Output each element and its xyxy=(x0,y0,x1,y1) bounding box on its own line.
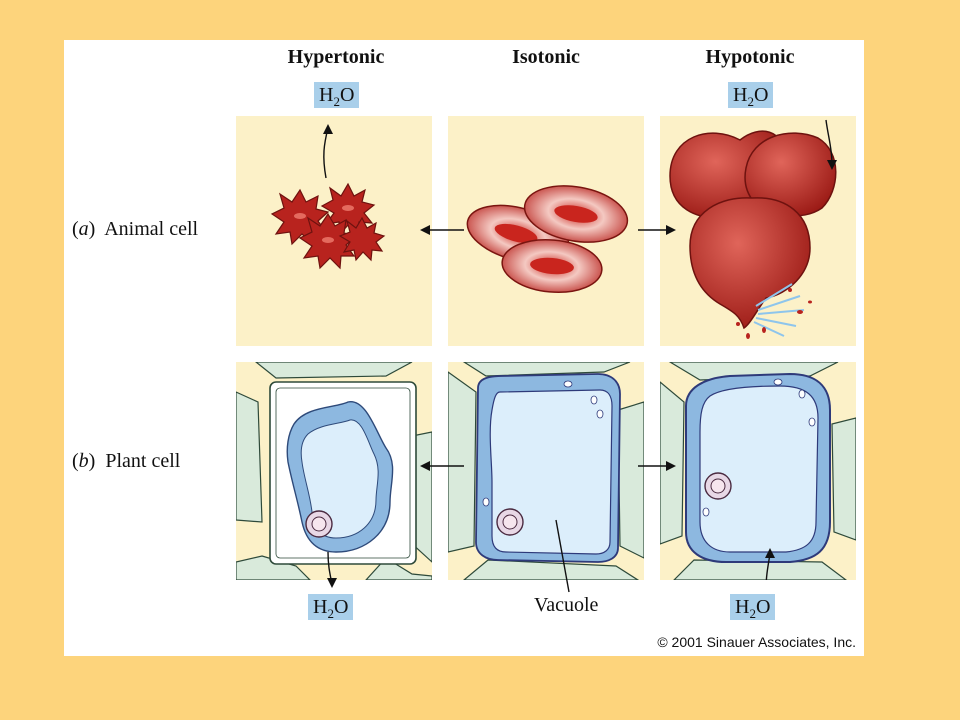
vacuole-label: Vacuole xyxy=(534,594,599,616)
water-label-hypertonic-bottom: H2O xyxy=(308,594,354,621)
neighbor-cell-walls xyxy=(448,362,644,580)
water-label-hypotonic-bottom: H2O xyxy=(730,594,776,621)
arrow-water-out-animal xyxy=(323,124,333,179)
column-header-hypertonic: Hypertonic xyxy=(287,46,385,68)
diagram-card: Hypertonic Isotonic Hypotonic H2O H2O (a… xyxy=(64,40,864,656)
nucleus xyxy=(704,472,732,500)
panel-plant-hypotonic xyxy=(660,362,856,580)
organelles xyxy=(482,380,604,507)
cytoplasm-droplets xyxy=(736,288,812,339)
arrow-water-in-plant xyxy=(765,548,775,580)
panel-plant-hypertonic xyxy=(236,362,432,580)
vacuole xyxy=(489,389,613,555)
lysis-burst xyxy=(753,283,805,337)
panel-animal-hypotonic xyxy=(660,116,856,346)
panel-animal-isotonic xyxy=(448,116,644,346)
arrow-water-in-animal xyxy=(825,119,837,170)
row-label-animal-cell: (a) Animal cell xyxy=(72,218,199,240)
column-header-hypotonic: Hypotonic xyxy=(705,46,795,68)
arrow-water-out-plant xyxy=(327,551,332,580)
organelles xyxy=(702,378,816,517)
shrunken-vacuole xyxy=(300,419,379,539)
swollen-blood-cells xyxy=(669,130,837,330)
nucleus xyxy=(496,508,524,536)
normal-blood-cells xyxy=(466,185,629,294)
turgid-vacuole xyxy=(699,385,819,553)
panel-plant-isotonic xyxy=(448,362,644,580)
panel-animal-hypertonic xyxy=(236,116,432,346)
nucleus xyxy=(305,510,333,538)
row-label-plant-cell: (b) Plant cell xyxy=(72,450,181,472)
copyright-text: © 2001 Sinauer Associates, Inc. xyxy=(657,634,856,650)
crenated-cell-cluster xyxy=(270,182,386,270)
water-label-hypotonic-top: H2O xyxy=(728,82,774,109)
column-header-isotonic: Isotonic xyxy=(512,46,580,68)
water-label-hypertonic-top: H2O xyxy=(314,82,360,109)
